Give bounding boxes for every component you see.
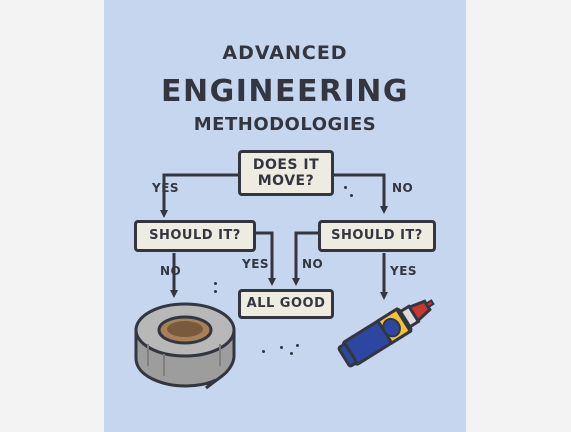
connector-no-top	[334, 173, 388, 214]
connector-yes-top	[160, 173, 238, 218]
label-no-right: NO	[302, 257, 324, 271]
connector-no-right	[292, 231, 318, 286]
connector-yes-left	[256, 231, 276, 286]
node-should-it-right: SHOULD IT?	[318, 220, 436, 252]
flowchart-connectors	[160, 173, 388, 300]
label-yes-right: YES	[390, 264, 418, 278]
speck	[214, 282, 217, 285]
speck	[262, 350, 265, 353]
speck	[290, 352, 293, 355]
title-line-3: METHODOLOGIES	[193, 114, 377, 135]
label-no-left: NO	[160, 264, 182, 278]
node-should-it-left: SHOULD IT?	[134, 220, 256, 252]
label-no-top: NO	[392, 181, 414, 195]
title-line-2: ENGINEERING	[161, 74, 409, 109]
wd40-spray-can-icon	[337, 299, 435, 368]
label-yes-top: YES	[152, 181, 180, 195]
node-all-good: ALL GOOD	[238, 289, 334, 319]
title-line-1: ADVANCED	[222, 42, 348, 64]
poster-canvas: ADVANCED ENGINEERING METHODOLOGIES	[104, 0, 466, 432]
label-yes-left: YES	[242, 257, 270, 271]
speck	[214, 290, 217, 293]
duct-tape-icon	[134, 302, 236, 390]
speck	[344, 186, 347, 189]
speck	[280, 346, 283, 349]
speck	[296, 344, 299, 347]
speck	[350, 194, 353, 197]
